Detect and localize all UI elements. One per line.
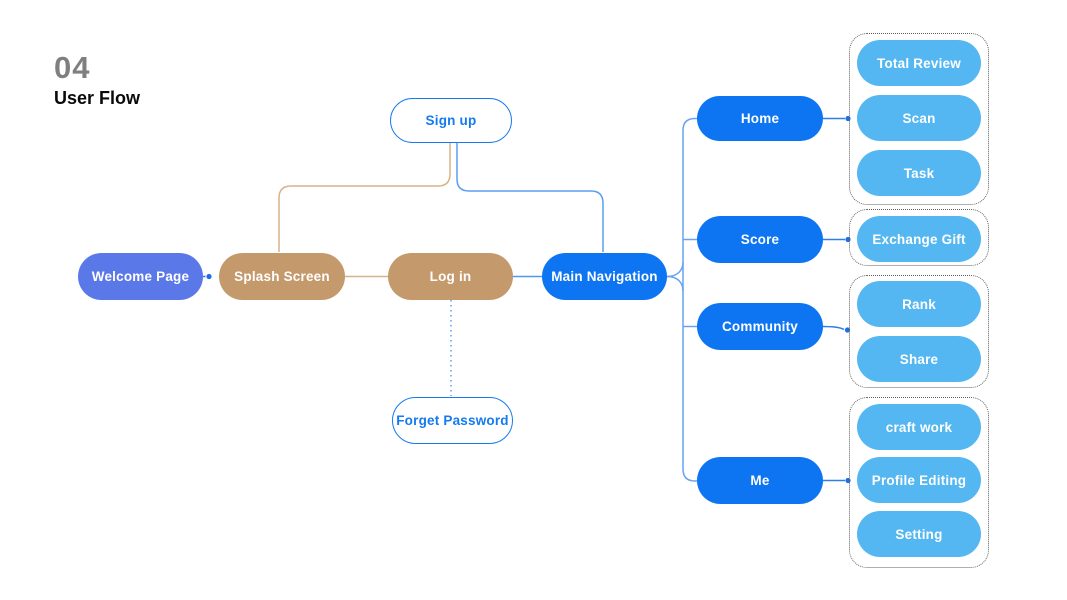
node-me: Me bbox=[697, 457, 823, 504]
node-sign-up: Sign up bbox=[390, 98, 512, 143]
node-share: Share bbox=[857, 336, 981, 382]
edge-dot bbox=[206, 273, 212, 280]
node-exchange-gift: Exchange Gift bbox=[857, 216, 981, 262]
page-title: User Flow bbox=[54, 88, 141, 108]
node-scan: Scan bbox=[857, 95, 981, 141]
node-profile-editing: Profile Editing bbox=[857, 457, 981, 503]
node-main-navigation: Main Navigation bbox=[542, 253, 667, 300]
node-score: Score bbox=[697, 216, 823, 263]
group-community-features bbox=[849, 275, 989, 388]
node-welcome-page: Welcome Page bbox=[78, 253, 203, 300]
edge-mainnav-fork-down bbox=[666, 275, 684, 292]
node-home: Home bbox=[697, 96, 823, 141]
edge-dot bbox=[844, 327, 851, 333]
node-forget-password: Forget Password bbox=[392, 397, 513, 444]
node-setting: Setting bbox=[857, 511, 981, 557]
group-home-features bbox=[849, 33, 989, 205]
edge-signup-mainnav bbox=[456, 143, 604, 252]
node-rank: Rank bbox=[857, 281, 981, 327]
group-score-features bbox=[849, 209, 989, 266]
node-splash-screen: Splash Screen bbox=[219, 253, 345, 300]
edge-trunk bbox=[682, 117, 697, 482]
edge-community-group bbox=[822, 325, 845, 331]
edge-mainnav-fork-up bbox=[666, 261, 684, 278]
node-task: Task bbox=[857, 150, 981, 196]
node-log-in: Log in bbox=[388, 253, 513, 300]
group-me-features bbox=[849, 397, 989, 568]
page-number: 04 bbox=[54, 50, 91, 85]
edge-splash-signup bbox=[278, 143, 451, 252]
node-total-review: Total Review bbox=[857, 40, 981, 86]
node-craft-work: craft work bbox=[857, 404, 981, 450]
node-community: Community bbox=[697, 303, 823, 350]
